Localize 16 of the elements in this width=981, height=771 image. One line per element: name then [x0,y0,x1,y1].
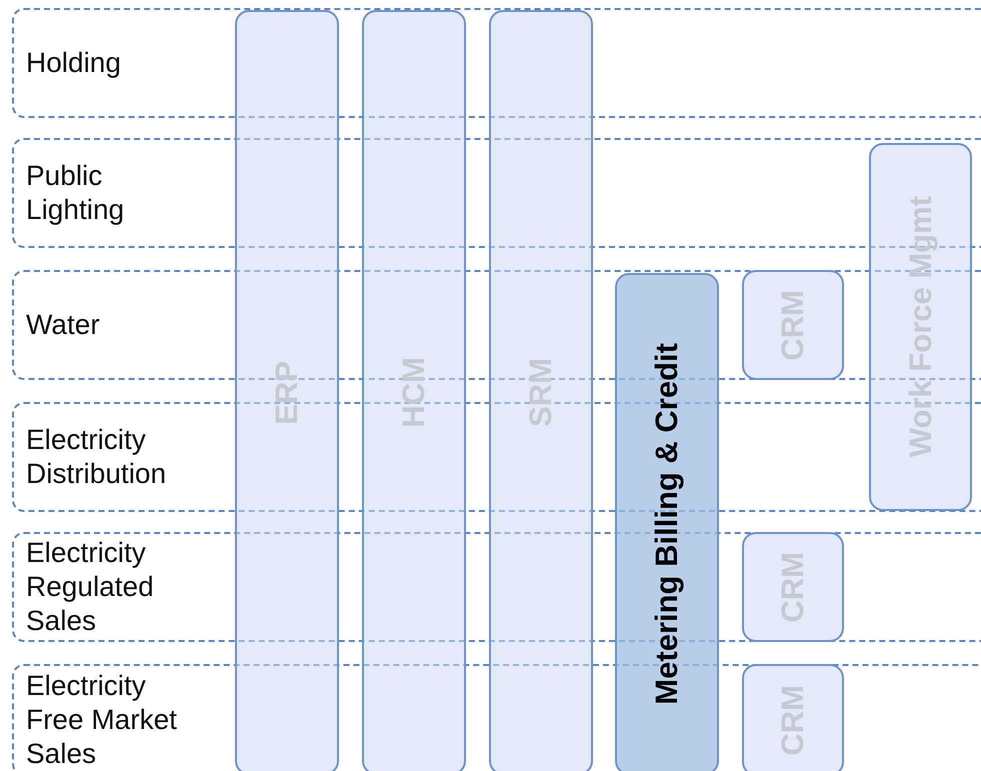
row-label: Water [26,308,101,342]
column-bar [615,273,719,771]
row-label: Electricity Regulated Sales [26,536,155,638]
column-bar [742,532,844,642]
column-bar [742,664,844,771]
row-label: Public Lighting [26,159,126,227]
row-label: Holding [26,46,122,80]
column-bar [489,10,593,771]
column-bar [362,10,466,771]
column-label: Metering Billing & Credit [649,343,685,705]
row-band [12,8,981,118]
column-bar [742,270,844,380]
row-label: Electricity Free Market Sales [26,669,178,771]
column-bar [869,143,972,511]
column-bar [235,10,339,771]
row-label: Electricity Distribution [26,423,168,491]
